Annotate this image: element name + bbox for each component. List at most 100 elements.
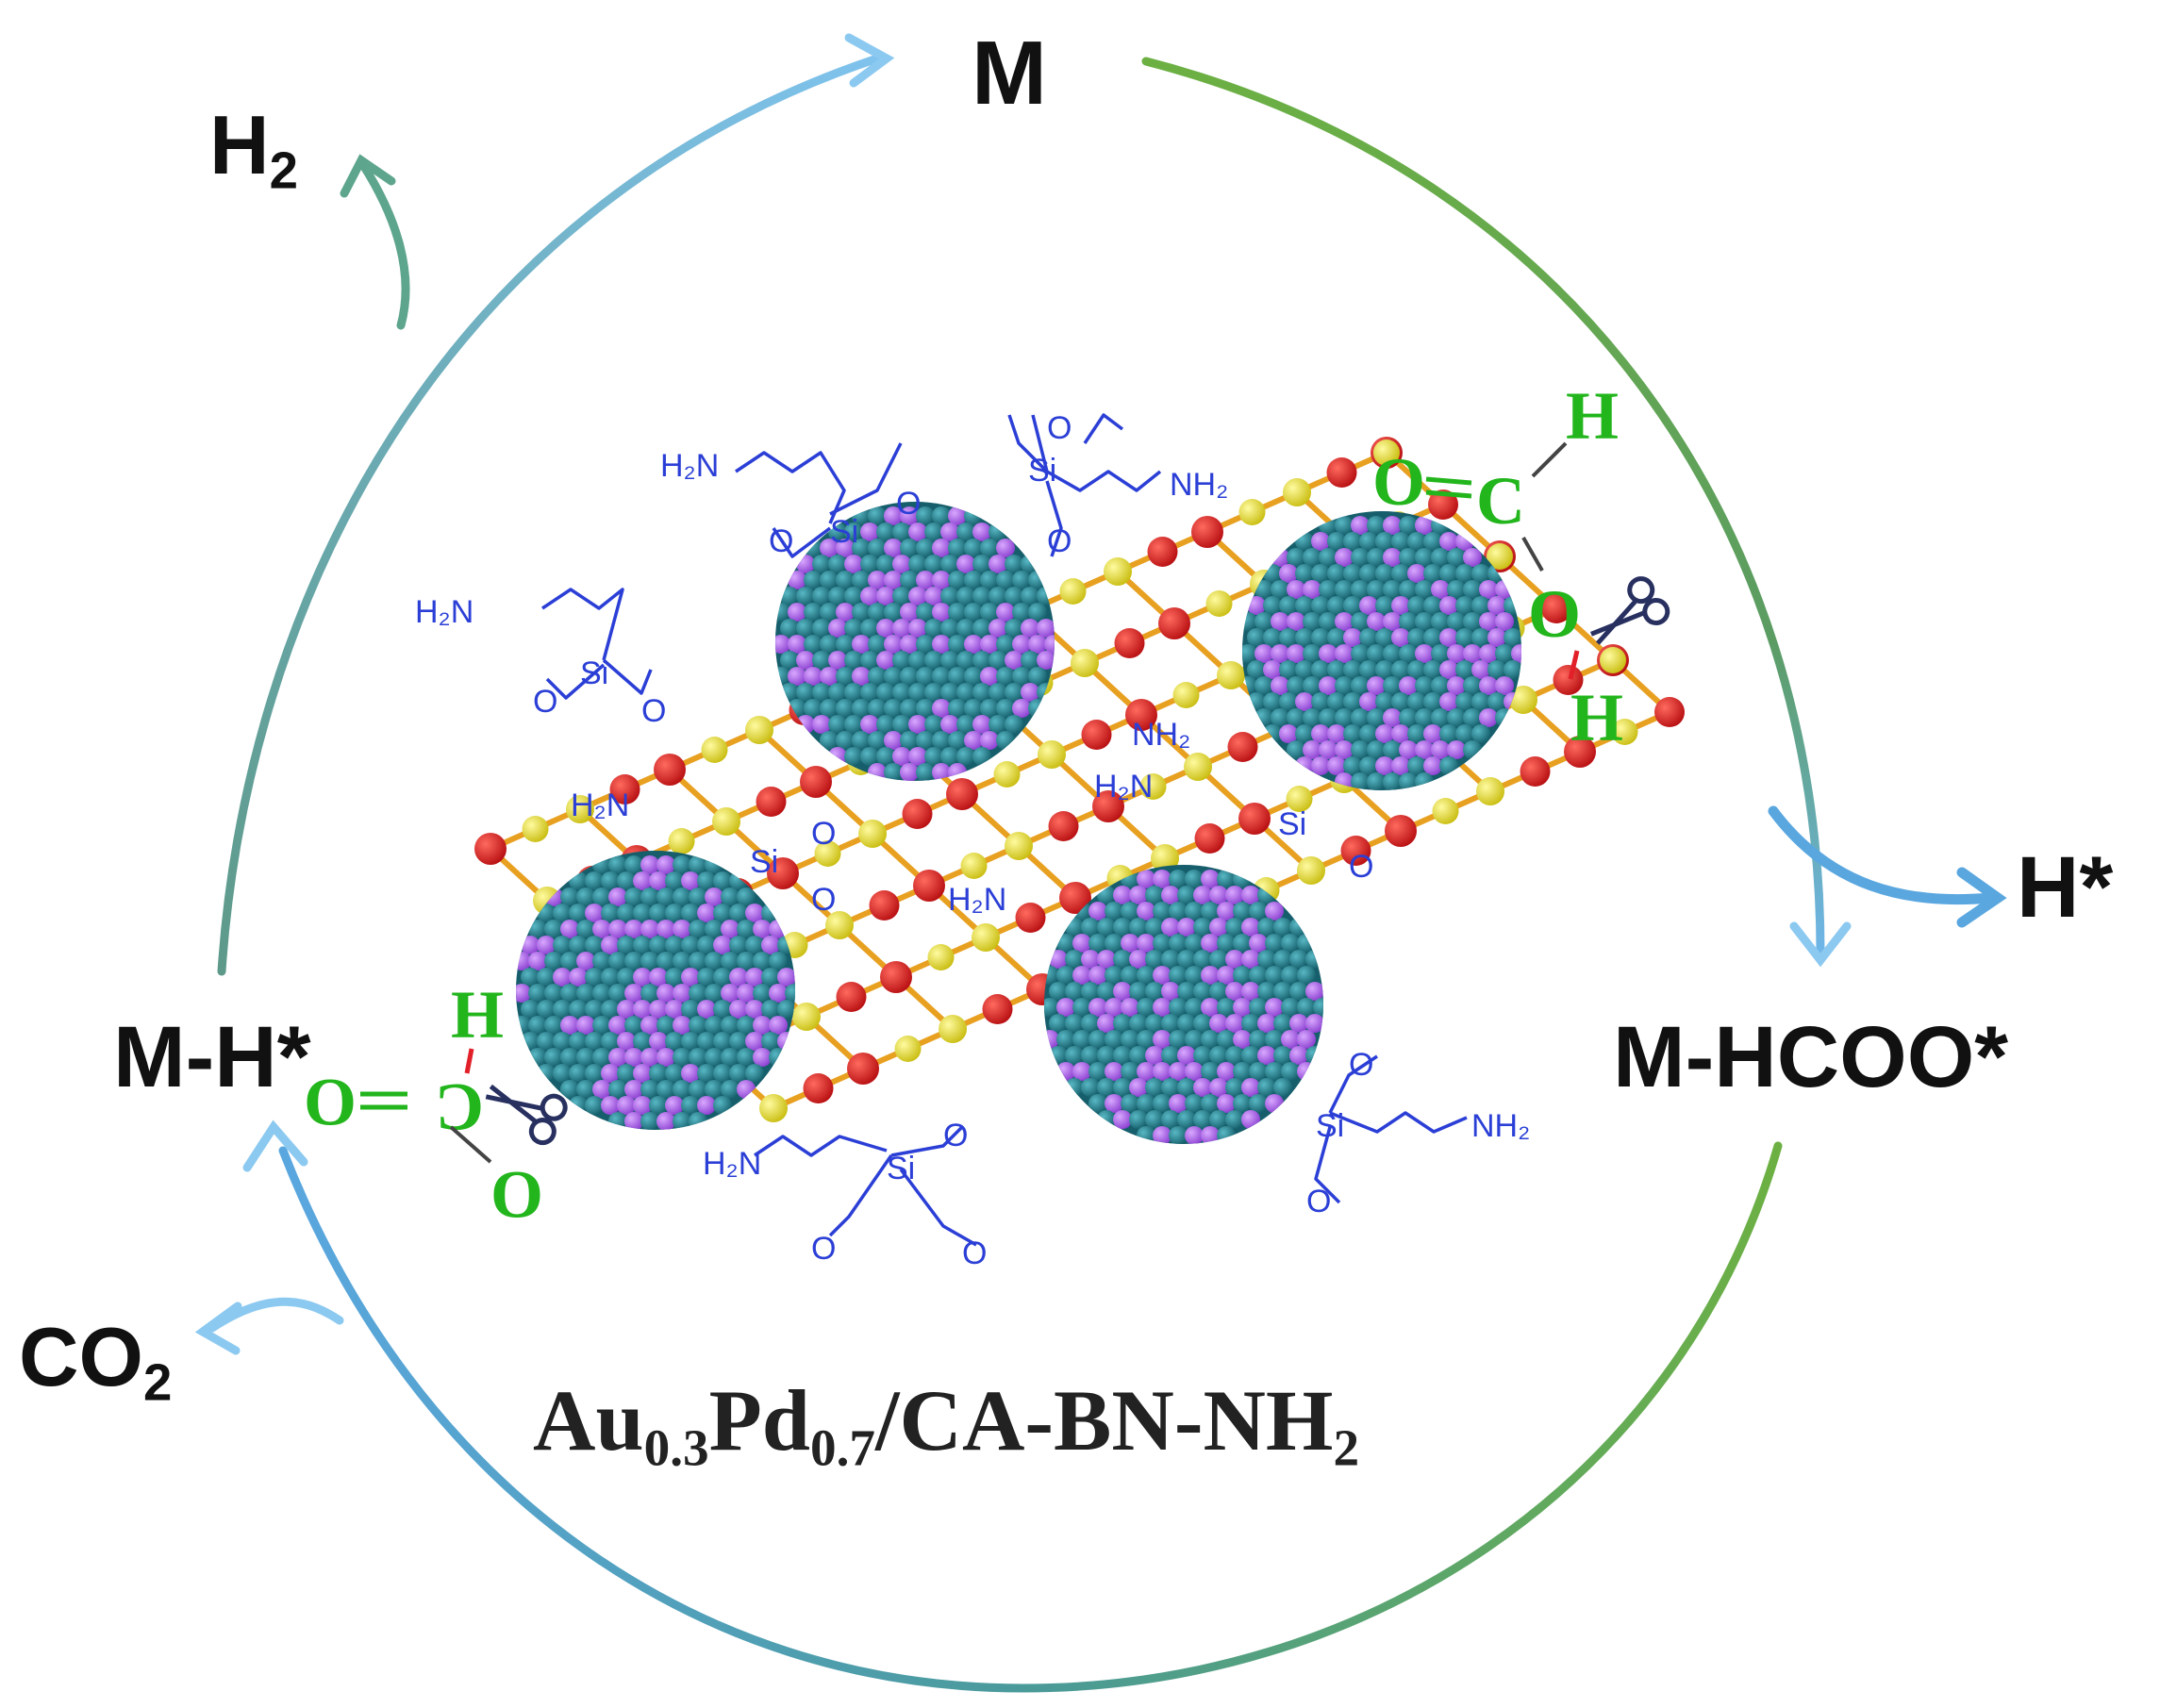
pd-atom xyxy=(1287,644,1305,663)
b-atom xyxy=(1059,578,1087,605)
pd-atom xyxy=(884,731,903,750)
b-atom xyxy=(1600,647,1626,673)
au-atom xyxy=(633,1032,652,1051)
pd-atom xyxy=(729,968,748,987)
au-atom xyxy=(729,1064,748,1083)
au-atom xyxy=(1121,966,1139,985)
au-atom xyxy=(924,522,943,541)
pd-atom xyxy=(1327,756,1346,775)
ligand-atom-label: O xyxy=(811,882,836,918)
pd-atom xyxy=(980,667,999,686)
formate-h2: H xyxy=(1570,680,1623,755)
pd-atom xyxy=(1113,1110,1132,1129)
au-atom xyxy=(689,887,707,906)
pd-atom xyxy=(592,920,611,938)
au-atom xyxy=(560,952,579,970)
au-atom xyxy=(1233,902,1252,920)
release-co2: CO2 xyxy=(19,1316,172,1409)
au-atom xyxy=(1201,1030,1220,1049)
au-atom xyxy=(989,715,1007,734)
au-atom xyxy=(1463,740,1482,759)
au-atom xyxy=(1295,628,1314,647)
ligand-atom-label: O xyxy=(962,1235,987,1271)
pd-atom xyxy=(521,936,540,954)
au-atom xyxy=(601,1032,620,1051)
pd-atom xyxy=(745,904,764,922)
au-atom xyxy=(1487,660,1506,679)
b-atom xyxy=(1172,682,1200,708)
scissors-icon xyxy=(485,1084,568,1146)
au-atom xyxy=(1319,708,1338,727)
au-atom xyxy=(1423,564,1442,583)
au-atom xyxy=(908,683,927,702)
au-atom xyxy=(1335,580,1354,599)
au-atom xyxy=(1249,902,1268,920)
au-atom xyxy=(1169,870,1188,888)
n-atom xyxy=(836,982,867,1012)
pd-atom xyxy=(1153,966,1171,985)
au-atom xyxy=(964,699,983,718)
au-atom xyxy=(537,1000,556,1019)
au-atom xyxy=(900,539,919,557)
formate-left-h: H xyxy=(451,977,504,1053)
pd-atom xyxy=(1479,612,1498,631)
au-atom xyxy=(1065,982,1084,1001)
pd-atom xyxy=(592,1080,611,1099)
au-atom xyxy=(1383,772,1402,790)
au-atom xyxy=(1399,708,1418,727)
arrowhead-h2 xyxy=(340,154,396,198)
au-atom xyxy=(804,635,822,654)
pd-atom xyxy=(1153,1062,1171,1081)
au-atom xyxy=(1153,902,1171,920)
au-atom xyxy=(1129,1046,1148,1065)
au-atom xyxy=(1303,676,1321,695)
au-atom xyxy=(1343,724,1362,743)
au-atom xyxy=(1005,715,1023,734)
pd-atom xyxy=(633,1064,652,1083)
au-atom xyxy=(1028,571,1047,589)
ligand-chain xyxy=(602,658,653,695)
pd-atom xyxy=(989,555,1007,573)
state-m: M xyxy=(972,23,1047,124)
au-atom xyxy=(1399,548,1418,567)
state-m-hcoo: M-HCOO* xyxy=(1613,1009,2009,1105)
pd-atom xyxy=(996,603,1015,622)
pd-atom xyxy=(964,731,983,750)
au-atom xyxy=(1201,1062,1220,1081)
pd-atom xyxy=(812,715,831,734)
pd-atom xyxy=(1375,756,1394,775)
au-atom xyxy=(1265,966,1284,985)
au-atom xyxy=(544,920,563,938)
au-atom xyxy=(1185,966,1204,985)
pd-atom xyxy=(1455,532,1474,551)
b-atom xyxy=(1184,753,1212,781)
au-atom xyxy=(769,1048,788,1067)
n-atom xyxy=(1059,882,1091,914)
au-atom xyxy=(1169,998,1188,1017)
au-atom xyxy=(1105,1030,1123,1049)
au-atom xyxy=(1351,612,1370,631)
pd-atom xyxy=(1359,596,1378,615)
au-atom xyxy=(1279,660,1298,679)
pd-atom xyxy=(1088,902,1107,920)
au-atom xyxy=(1471,724,1490,743)
au-atom xyxy=(1343,756,1362,775)
au-atom xyxy=(585,1032,604,1051)
b-atom xyxy=(745,716,773,744)
au-atom xyxy=(721,1048,739,1067)
n-atom xyxy=(1227,732,1258,762)
au-atom xyxy=(852,699,871,718)
au-atom xyxy=(1097,918,1116,937)
pd-atom xyxy=(1137,1062,1155,1081)
pd-atom xyxy=(860,587,879,605)
b-atom xyxy=(759,1094,788,1122)
pd-atom xyxy=(868,571,887,589)
au-atom xyxy=(640,1080,659,1099)
n-atom xyxy=(1385,815,1417,847)
ligand-atom-label: O xyxy=(1306,1184,1331,1219)
pd-atom xyxy=(1225,982,1244,1001)
pd-atom xyxy=(892,619,911,638)
nanoparticles xyxy=(516,502,1521,1144)
au-atom xyxy=(956,522,975,541)
au-atom xyxy=(916,667,935,686)
